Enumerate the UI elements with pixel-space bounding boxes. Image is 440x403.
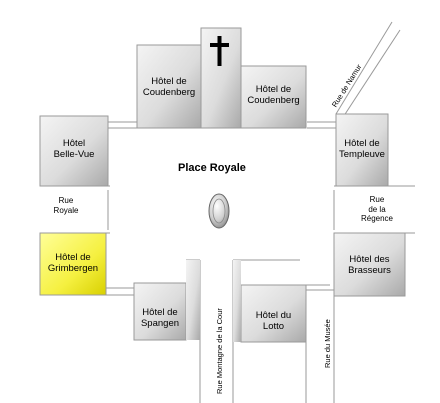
building-spangen xyxy=(133,282,187,341)
label-templeuve: Hôtel de Templeuve xyxy=(339,138,385,160)
label-belle-vue: Hôtel Belle-Vue xyxy=(53,138,95,160)
building-templeuve xyxy=(335,113,389,187)
cross-icon xyxy=(210,36,229,66)
label-brasseurs: Hôtel des Brasseurs xyxy=(348,254,391,276)
square-name: Place Royale xyxy=(178,162,246,174)
building-brasseurs xyxy=(333,232,406,297)
building-grimbergen xyxy=(39,232,107,296)
statue-ellipse-icon xyxy=(208,193,230,229)
street-rue-royale: Rue Royale xyxy=(53,196,79,215)
label-coudenberg-right: Hôtel de Coudenberg xyxy=(247,84,300,106)
building-coudenberg-left xyxy=(136,44,202,129)
building-lotto xyxy=(240,284,307,343)
label-lotto: Hôtel du Lotto xyxy=(255,310,292,332)
street-rue-regence: Rue de la Régence xyxy=(360,195,394,223)
buildings-layer xyxy=(39,27,406,343)
building-belle-vue xyxy=(39,115,109,187)
label-spangen: Hôtel de Spangen xyxy=(140,307,180,329)
label-grimbergen: Hôtel de Grimbergen xyxy=(47,252,99,274)
street-rue-musee: Rue du Musée xyxy=(323,319,332,368)
building-coudenberg-right xyxy=(240,65,307,129)
street-rue-montagne: Rue Montagne de la Cour xyxy=(215,308,224,394)
label-coudenberg-left: Hôtel de Coudenberg xyxy=(142,76,196,98)
